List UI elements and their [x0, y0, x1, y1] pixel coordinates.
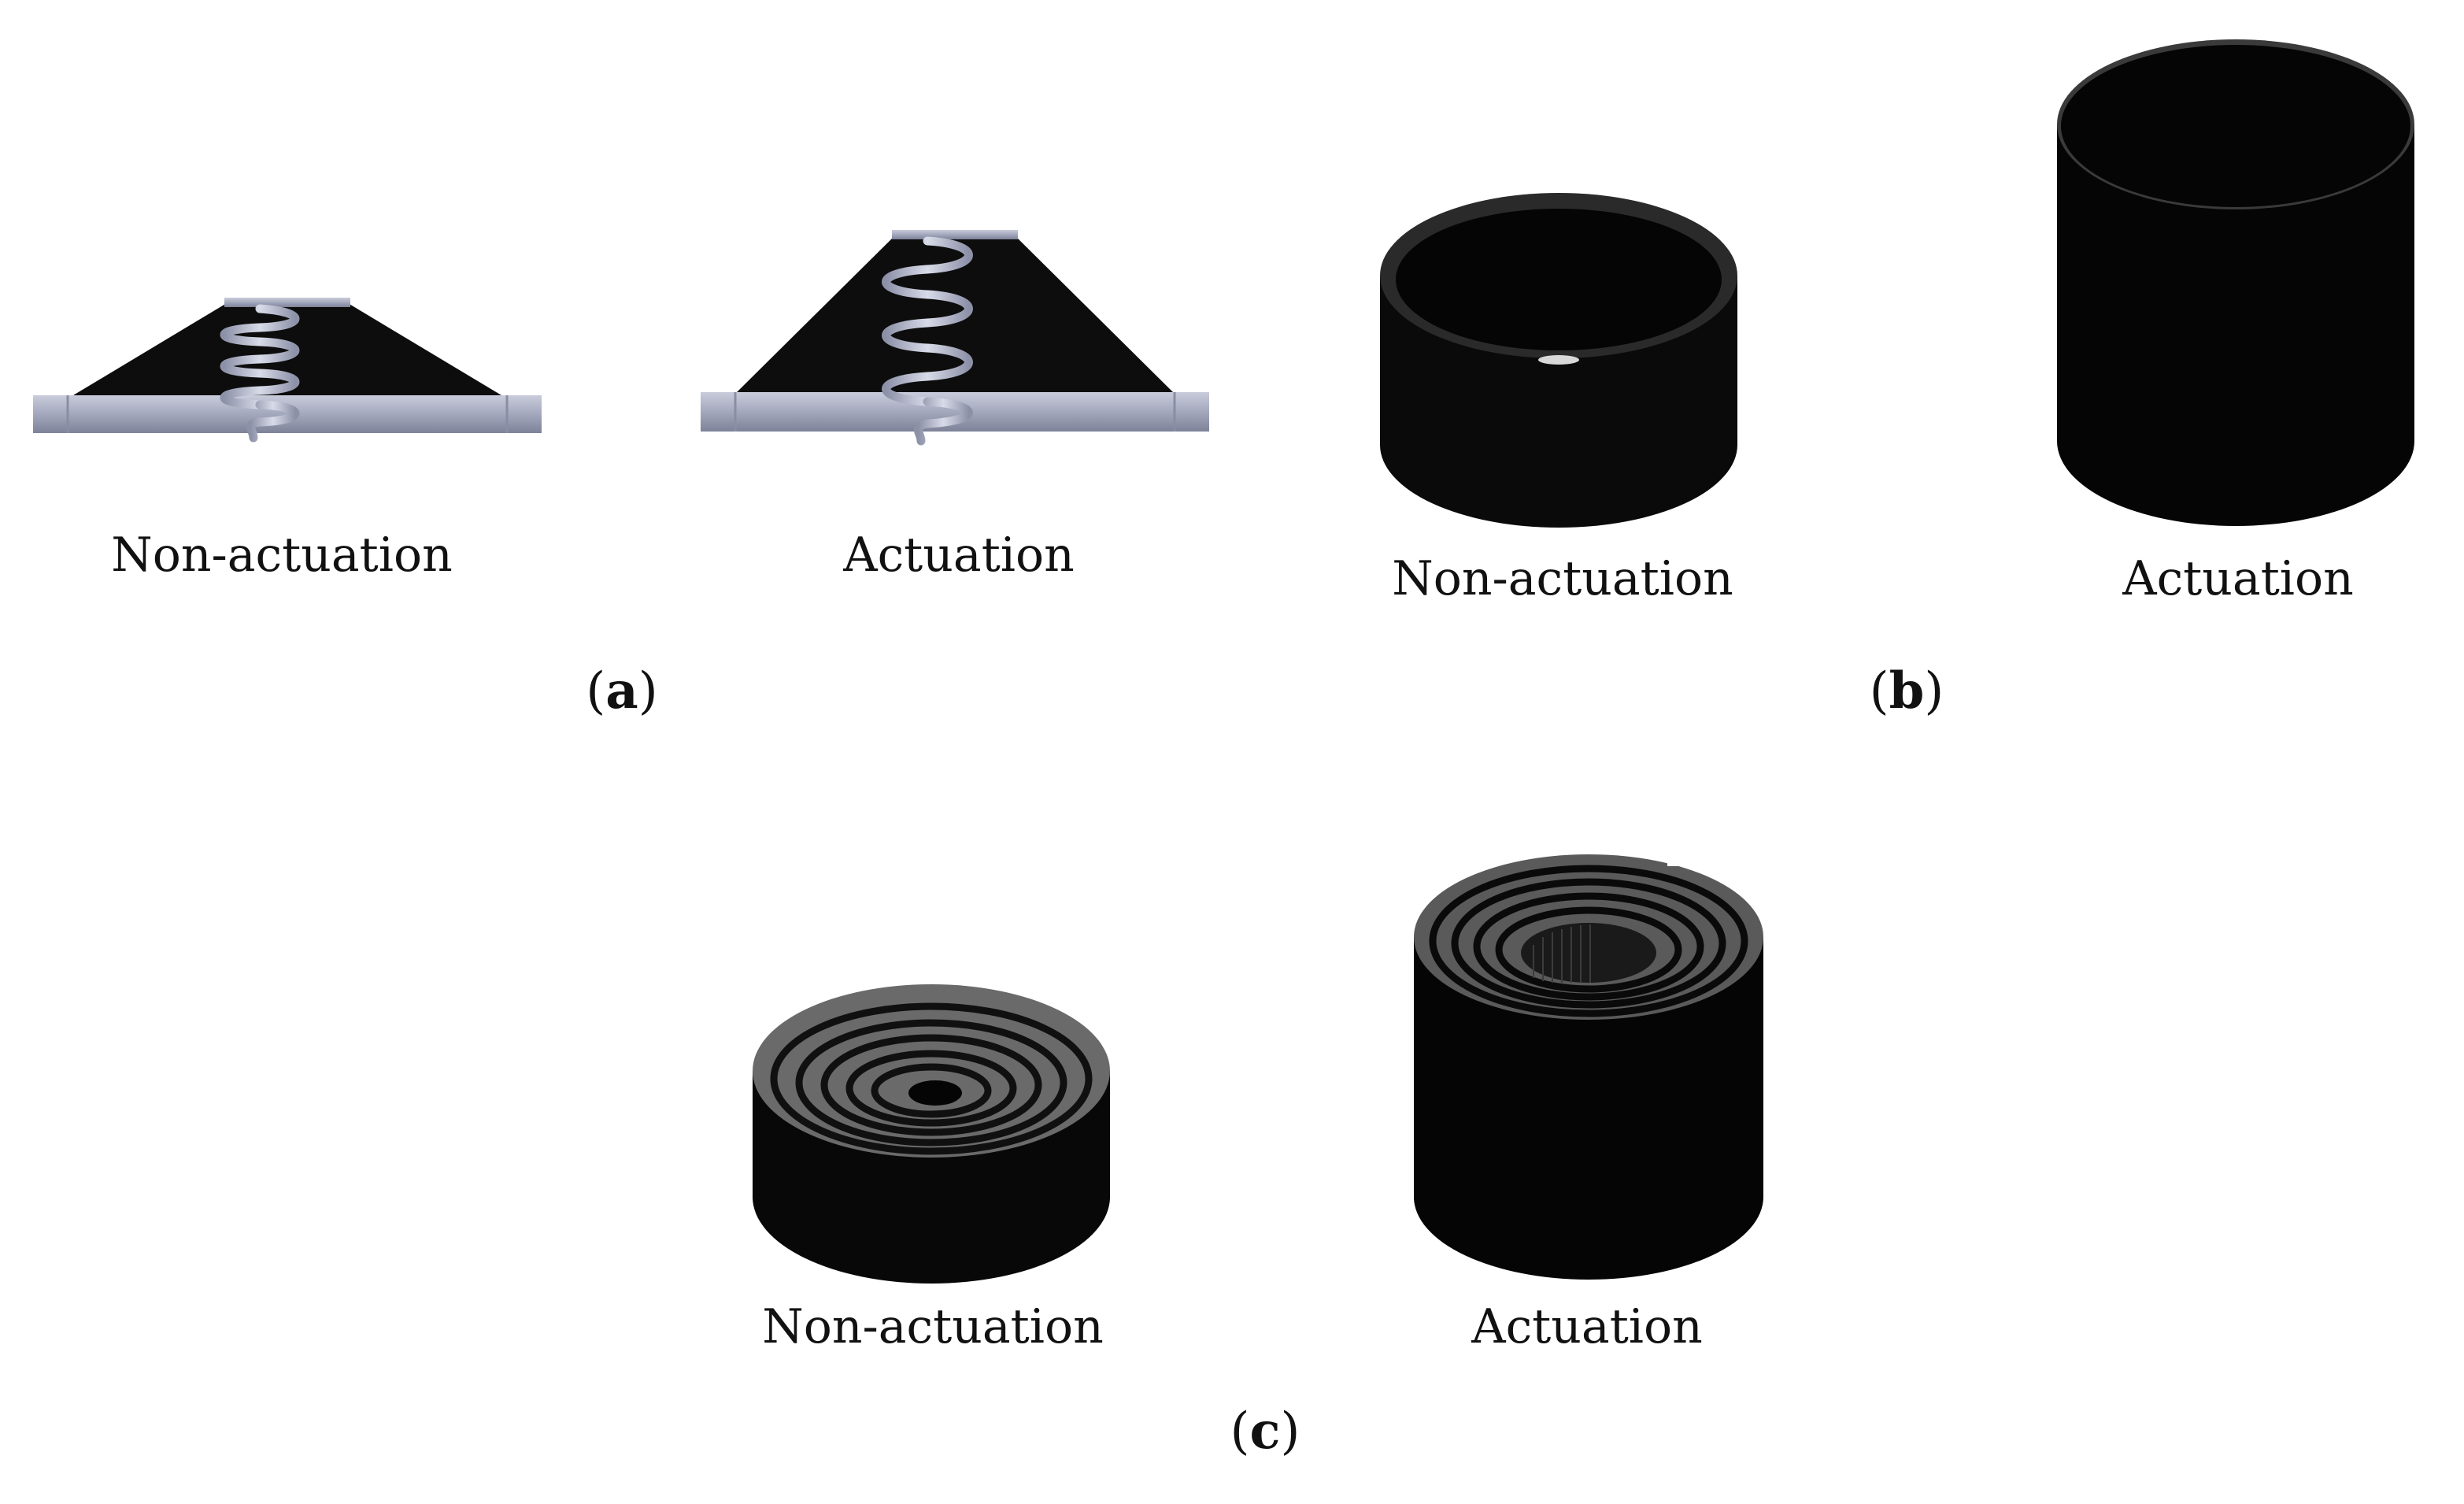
caption-c-non-actuation: Non-actuation: [762, 1299, 1104, 1354]
spring-icon: [220, 304, 300, 443]
spiral-gaps: [770, 1002, 1093, 1155]
base-plate: [701, 392, 1209, 432]
cone-top-plate: [892, 230, 1018, 239]
panel-label-b: (b): [1869, 661, 1944, 721]
caption-a-actuation: Actuation: [843, 528, 1075, 583]
spiral-gaps: [1429, 865, 1748, 1017]
cone-top-plate: [224, 298, 350, 307]
cylinder-body: [2057, 124, 2414, 526]
caption-b-non-actuation: Non-actuation: [1392, 551, 1733, 606]
cylinder-actuator-actuation: [2057, 39, 2414, 526]
caption-a-non-actuation: Non-actuation: [111, 528, 453, 583]
cone-actuator-actuation: [701, 230, 1209, 446]
panel-label-a: (a): [586, 661, 658, 721]
cylinder-inner: [2061, 45, 2410, 207]
caption-c-actuation: Actuation: [1471, 1299, 1703, 1354]
spring-icon: [882, 236, 973, 446]
panel-label-c: (c): [1230, 1402, 1300, 1461]
cylinder-inner: [1396, 209, 1722, 350]
caption-b-actuation: Actuation: [2122, 551, 2354, 606]
cone-actuator-non-actuation: [33, 298, 542, 443]
spiral-body: [1414, 937, 1763, 1280]
spiral-actuator-non-actuation: [753, 972, 1110, 1284]
spiral-actuator-actuation: [1414, 847, 1763, 1280]
cylinder-actuator-non-actuation: [1380, 193, 1737, 528]
cone-body: [69, 303, 505, 398]
